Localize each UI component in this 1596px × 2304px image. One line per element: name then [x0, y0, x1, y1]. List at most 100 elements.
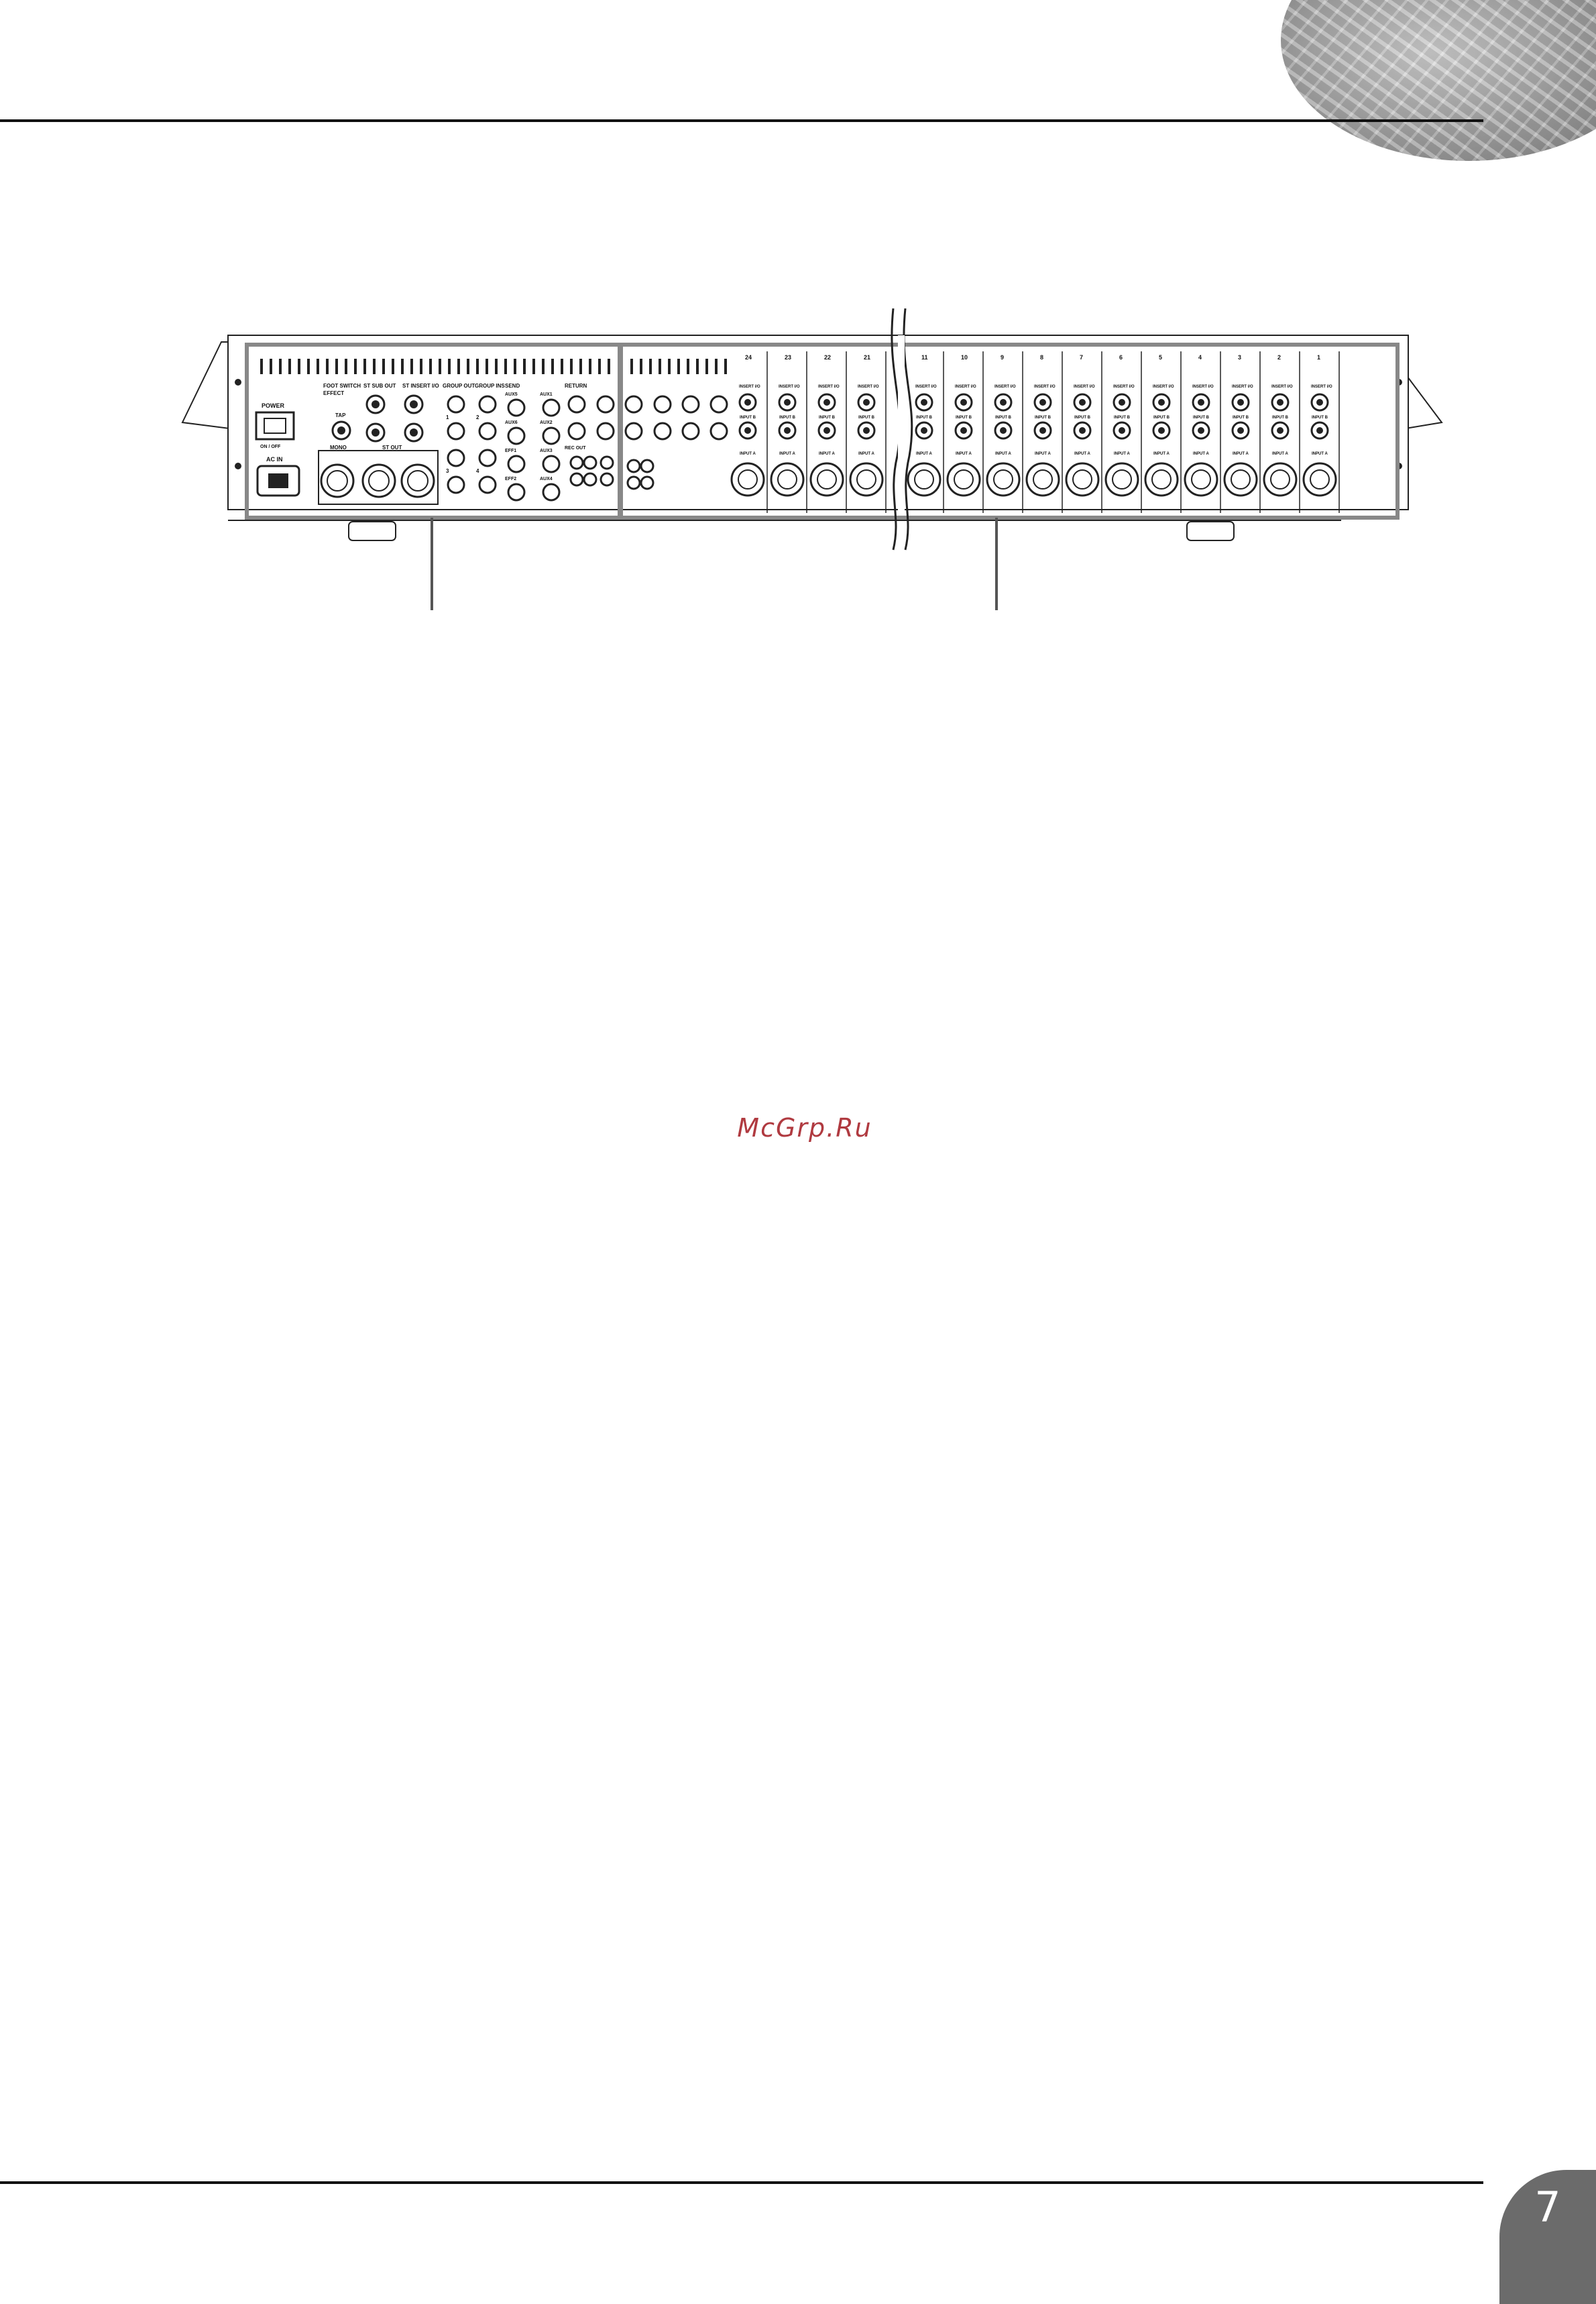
aux-label-5: AUX5: [505, 392, 518, 397]
aux-label-4: AUX4: [540, 477, 553, 481]
effect-send-1: EFF1: [505, 449, 516, 453]
watermark-text: McGrp.Ru: [737, 1113, 872, 1143]
ac-in-label: AC IN: [266, 456, 283, 463]
insert-label: INSERT I/O: [955, 385, 976, 389]
input-a-label: INPUT A: [1272, 452, 1288, 456]
insert-label: INSERT I/O: [1034, 385, 1056, 389]
insert-label: INSERT I/O: [1232, 385, 1253, 389]
channel-number: 9: [1001, 354, 1004, 361]
group-insert-label: GROUP INS: [475, 383, 505, 389]
input-b-label: INPUT B: [1114, 416, 1131, 420]
aux-label-1: AUX1: [540, 392, 553, 397]
input-b-label: INPUT B: [858, 416, 875, 420]
channel-number: 22: [824, 354, 831, 361]
aux-label-3: AUX3: [540, 449, 553, 453]
channel-number: 2: [1277, 354, 1281, 361]
channel-number: 3: [1238, 354, 1241, 361]
insert-label: INSERT I/O: [858, 385, 879, 389]
input-b-label: INPUT B: [779, 416, 796, 420]
channel-number: 1: [1317, 354, 1320, 361]
input-b-label: INPUT B: [1074, 416, 1091, 420]
aux-label-6: AUX6: [505, 420, 518, 425]
page-number: 7: [1534, 2183, 1561, 2232]
input-a-label: INPUT A: [1233, 452, 1249, 456]
input-a-label: INPUT A: [779, 452, 795, 456]
input-a-label: INPUT A: [1312, 452, 1328, 456]
insert-label: INSERT I/O: [1311, 385, 1332, 389]
insert-label: INSERT I/O: [1153, 385, 1174, 389]
insert-label: INSERT I/O: [818, 385, 840, 389]
channel-number: 7: [1080, 354, 1083, 361]
power-switch-marks: ON / OFF: [260, 445, 281, 449]
footer-rule: [0, 2181, 1483, 2184]
insert-label: INSERT I/O: [1271, 385, 1293, 389]
channel-number: 23: [785, 354, 791, 361]
aux-label-2: AUX2: [540, 420, 553, 425]
mixer-rear-panel-illustration: POWER ON / OFF AC IN FOOT SWITCH EFFECT …: [181, 308, 1443, 610]
insert-label: INSERT I/O: [739, 385, 760, 389]
foot-switch-label: FOOT SWITCH: [323, 383, 361, 389]
group-number-1: 1: [446, 414, 449, 420]
insert-label: INSERT I/O: [994, 385, 1016, 389]
power-label: POWER: [262, 402, 285, 409]
input-a-label: INPUT A: [819, 452, 835, 456]
input-b-label: INPUT B: [1233, 416, 1249, 420]
input-a-label: INPUT A: [1114, 452, 1130, 456]
input-b-label: INPUT B: [819, 416, 836, 420]
channel-number: 10: [961, 354, 968, 361]
channel-number: 24: [745, 354, 752, 361]
corner-decoration-image: [1281, 0, 1596, 161]
channel-number: 11: [921, 354, 928, 361]
st-sub-out-label: ST SUB OUT: [363, 383, 396, 389]
group-number-3: 3: [446, 468, 449, 474]
input-a-label: INPUT A: [1074, 452, 1090, 456]
input-a-label: INPUT A: [995, 452, 1011, 456]
input-a-label: INPUT A: [916, 452, 932, 456]
input-b-label: INPUT B: [1153, 416, 1170, 420]
input-b-label: INPUT B: [1272, 416, 1289, 420]
send-label: SEND: [505, 383, 520, 389]
mono-label: MONO: [330, 445, 347, 451]
group-out-label: GROUP OUT: [443, 383, 475, 389]
insert-label: INSERT I/O: [1113, 385, 1135, 389]
group-number-4: 4: [476, 468, 479, 474]
st-insert-label: ST INSERT I/O: [402, 383, 439, 389]
input-a-label: INPUT A: [1193, 452, 1209, 456]
input-b-label: INPUT B: [956, 416, 972, 420]
channel-number: 5: [1159, 354, 1162, 361]
return-label: RETURN: [565, 383, 587, 389]
channel-number: 6: [1119, 354, 1123, 361]
effect-label: EFFECT: [323, 390, 344, 396]
st-out-label: ST OUT: [382, 445, 402, 451]
channel-number: 4: [1198, 354, 1202, 361]
input-a-label: INPUT A: [740, 452, 756, 456]
input-b-label: INPUT B: [1035, 416, 1051, 420]
insert-label: INSERT I/O: [915, 385, 937, 389]
effect-send-2: EFF2: [505, 477, 516, 481]
rec-out-label: REC OUT: [565, 446, 586, 451]
header-rule: [0, 119, 1483, 122]
input-b-label: INPUT B: [916, 416, 933, 420]
insert-label: INSERT I/O: [1192, 385, 1214, 389]
input-a-label: INPUT A: [1153, 452, 1170, 456]
channel-number: 21: [864, 354, 870, 361]
input-b-label: INPUT B: [1312, 416, 1328, 420]
input-a-label: INPUT A: [858, 452, 874, 456]
input-b-label: INPUT B: [995, 416, 1012, 420]
input-b-label: INPUT B: [740, 416, 756, 420]
channel-number: 8: [1040, 354, 1043, 361]
